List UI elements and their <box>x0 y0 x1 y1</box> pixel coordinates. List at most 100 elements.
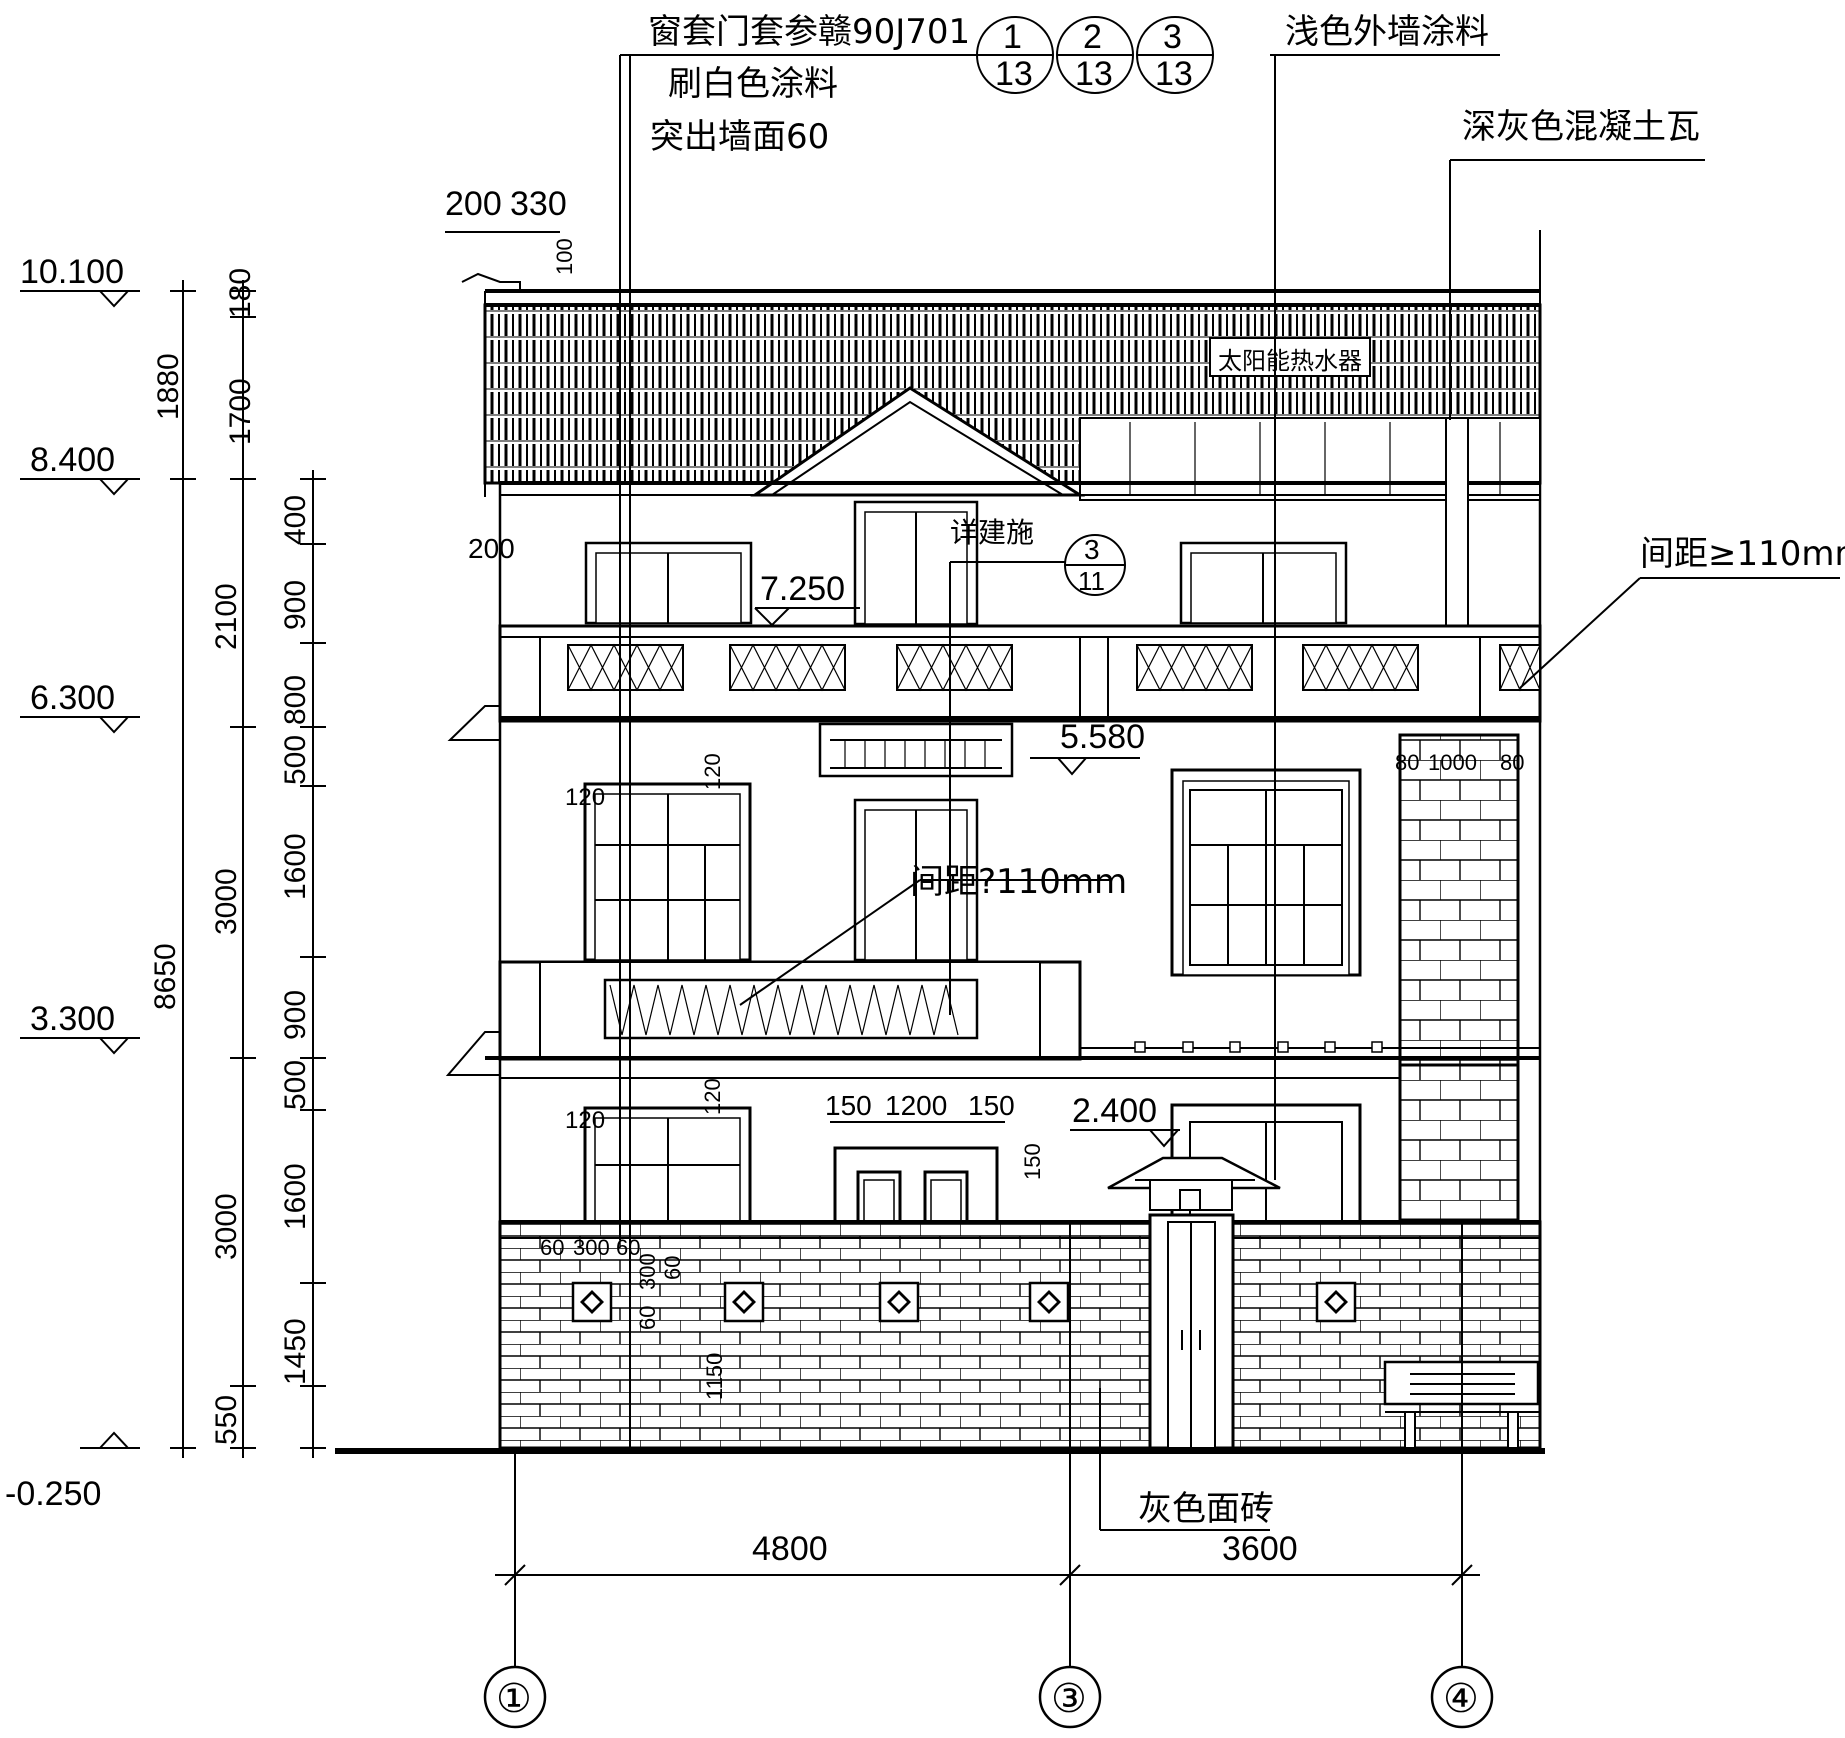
dim-900-b: 900 <box>279 990 312 1040</box>
level-7250: 7.250 <box>754 570 860 627</box>
label-gray-brick: 灰色面砖 <box>1138 1489 1274 1529</box>
dimension-chains: 8650 1880 2100 3000 3000 550 180 1700 40… <box>149 268 326 1458</box>
solar-heater-label: 太阳能热水器 <box>1218 347 1362 375</box>
dim-1700: 1700 <box>224 378 257 445</box>
dim-900-a: 900 <box>279 580 312 630</box>
svg-text:13: 13 <box>1155 55 1193 93</box>
level-8400-label: 8.400 <box>30 441 115 479</box>
level-2400: 2.400 <box>1070 1092 1180 1148</box>
dim-550: 550 <box>210 1395 243 1445</box>
dim-150-b: 150 <box>968 1090 1015 1121</box>
axis-bubble-1: ① <box>483 1665 547 1729</box>
svg-text:④: ④ <box>1443 1677 1479 1721</box>
window-3f-right <box>1179 541 1348 625</box>
solar-heater: 太阳能热水器 <box>1209 337 1371 377</box>
dim-500-a: 500 <box>279 735 312 785</box>
label-see-detail: 详建施 <box>950 516 1034 549</box>
label-white-paint: 刷白色涂料 <box>668 64 838 104</box>
dim-top-200: 200 <box>445 185 502 223</box>
label-protrude: 突出墙面60 <box>650 117 829 157</box>
balcony-2f <box>485 960 1540 1061</box>
building: 太阳能热水器 <box>335 230 1545 1454</box>
axis-grid: 4800 3600 ① ③ ④ <box>483 1220 1494 1729</box>
balustrade-3f <box>498 624 1542 723</box>
svg-text:13: 13 <box>1075 55 1113 93</box>
top-glazing <box>1079 417 1541 501</box>
level-5580: 5.580 <box>1030 718 1145 776</box>
dim-60-b: 60 <box>616 1235 640 1260</box>
label-dark-tile: 深灰色混凝土瓦 <box>1462 107 1700 147</box>
label-light-wall: 浅色外墙涂料 <box>1285 12 1489 52</box>
dim-200-side: 200 <box>468 533 515 564</box>
dim-80-a: 80 <box>1395 750 1419 775</box>
roof-gutter <box>461 272 521 290</box>
svg-text:7.250: 7.250 <box>760 570 845 608</box>
axis-dim-3600: 3600 <box>1222 1530 1298 1568</box>
leader-lines <box>619 54 1840 1531</box>
window-2f-right <box>1170 768 1362 977</box>
dim-60-d: 60 <box>660 1256 685 1280</box>
detail-ref-1: 1 13 <box>976 16 1054 94</box>
label-window-surround: 窗套门套参赣90J701 <box>648 12 970 52</box>
svg-text:③: ③ <box>1051 1677 1087 1721</box>
vent-squares <box>571 1281 1357 1323</box>
level-6300: 6.300 <box>20 679 140 734</box>
dim-1150: 1150 <box>702 1353 727 1400</box>
dim-1880: 1880 <box>152 353 185 420</box>
brick-column-upper <box>1398 733 1520 1067</box>
svg-text:3: 3 <box>1084 534 1100 565</box>
dim-1600-b: 1600 <box>279 1163 312 1230</box>
svg-text:①: ① <box>496 1677 532 1721</box>
dim-120-a: 120 <box>565 784 605 811</box>
level-8400: 8.400 <box>20 441 140 496</box>
label-spacing-mid: 间距?110mm <box>910 862 1127 902</box>
dim-top-100: 100 <box>552 238 577 275</box>
dim-300-a: 300 <box>573 1235 610 1260</box>
detail-ref-mid: 3 11 <box>1064 534 1126 596</box>
level-10100-label: 10.100 <box>20 253 124 291</box>
level-minus250-label: -0.250 <box>5 1475 101 1513</box>
annotation-texts: 窗套门套参赣90J701 刷白色涂料 突出墙面60 浅色外墙涂料 深灰色混凝土瓦… <box>648 12 1845 1529</box>
dim-800: 800 <box>279 675 312 725</box>
axis-bubble-4: ④ <box>1430 1665 1494 1729</box>
dim-500-b: 500 <box>279 1060 312 1110</box>
level-markers: 10.100 8.400 6.300 3.300 -0.250 <box>5 253 140 1513</box>
dim-top-330: 330 <box>510 185 567 223</box>
level-3300: 3.300 <box>20 1000 140 1055</box>
svg-text:11: 11 <box>1078 566 1105 596</box>
detail-ref-3: 3 13 <box>1136 16 1214 94</box>
dim-300-b: 300 <box>635 1253 660 1290</box>
level-minus250: -0.250 <box>5 1431 140 1513</box>
dim-1450: 1450 <box>279 1318 312 1385</box>
gate <box>1148 1213 1235 1450</box>
svg-text:13: 13 <box>995 55 1033 93</box>
dim-80-b: 80 <box>1500 750 1524 775</box>
level-6300-label: 6.300 <box>30 679 115 717</box>
axis-bubble-3: ③ <box>1038 1665 1102 1729</box>
dim-1600-a: 1600 <box>279 833 312 900</box>
dim-3000-a: 3000 <box>210 868 243 935</box>
label-spacing-right: 间距≥110mm <box>1640 534 1845 574</box>
window-3f-left <box>584 541 753 625</box>
dim-2100: 2100 <box>210 583 243 650</box>
brick-column-lower <box>1398 1063 1520 1222</box>
dim-1200: 1200 <box>885 1090 947 1121</box>
dim-8650: 8650 <box>149 943 182 1010</box>
level-3300-label: 3.300 <box>30 1000 115 1038</box>
dim-1000: 1000 <box>1428 750 1477 775</box>
dim-120-c: 120 <box>565 1107 605 1134</box>
dim-400: 400 <box>279 495 312 545</box>
dim-60-a: 60 <box>540 1235 564 1260</box>
window-2f-left <box>583 782 752 962</box>
inner-levels: 7.250 5.580 2.400 <box>754 570 1180 1148</box>
dim-150-a: 150 <box>825 1090 872 1121</box>
svg-text:2.400: 2.400 <box>1072 1092 1157 1130</box>
dim-120-b: 120 <box>700 753 725 790</box>
svg-text:1: 1 <box>1003 18 1022 56</box>
dim-120-d: 120 <box>700 1078 725 1115</box>
dim-150-c: 150 <box>1020 1143 1045 1180</box>
dim-60-c: 60 <box>635 1306 660 1330</box>
detail-refs: 1 13 2 13 3 13 3 11 <box>976 16 1214 596</box>
level-10100: 10.100 <box>20 253 140 308</box>
